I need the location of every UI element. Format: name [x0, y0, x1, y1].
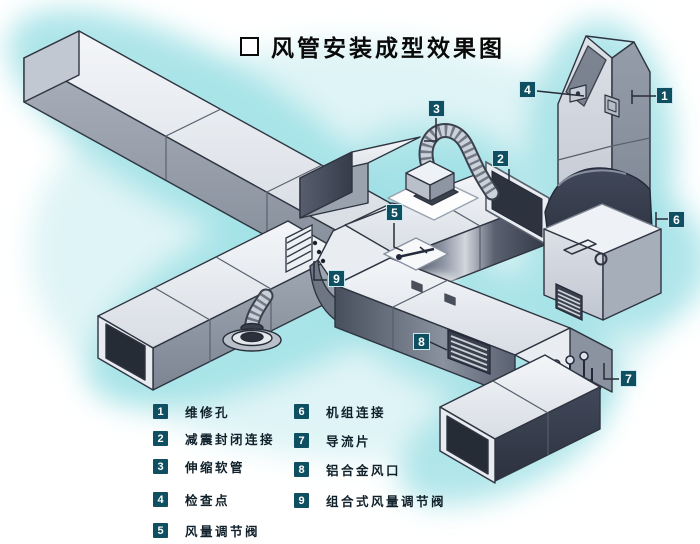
maintenance-hole-panel — [604, 94, 620, 118]
legend-num-9: 9 — [294, 493, 309, 508]
aluminum-louver-grille — [447, 329, 491, 375]
callout-label-2: 2 — [492, 150, 509, 167]
title-square-icon — [240, 36, 259, 56]
ahu-unit — [543, 203, 662, 321]
legend-item-3: 3 伸缩软管 — [153, 457, 245, 476]
callout-label-5: 5 — [386, 204, 403, 221]
volume-control-valve — [382, 237, 450, 271]
legend-num-5: 5 — [153, 523, 168, 538]
title-text: 风管安装成型效果图 — [271, 35, 505, 61]
duct-clip — [411, 280, 423, 293]
legend-item-8: 8 铝合金风口 — [294, 460, 401, 479]
legend-num-7: 7 — [294, 433, 309, 448]
legend-item-5: 5 风量调节阀 — [153, 521, 260, 540]
access-tab — [563, 239, 597, 255]
legend-label-7: 导流片 — [326, 435, 372, 449]
legend-num-8: 8 — [294, 462, 309, 477]
legend-num-1: 1 — [153, 404, 168, 419]
duct-clip — [444, 293, 456, 306]
legend-label-1: 维修孔 — [185, 406, 231, 420]
legend-num-6: 6 — [294, 404, 309, 419]
combined-damper — [285, 223, 326, 274]
legend-num-3: 3 — [153, 459, 168, 474]
leader-lines — [313, 90, 668, 380]
callout-label-4: 4 — [519, 81, 536, 98]
legend-label-5: 风量调节阀 — [185, 525, 261, 539]
flex-hose-top — [418, 123, 500, 201]
legend-label-8: 铝合金风口 — [326, 464, 402, 478]
callout-label-9: 9 — [328, 270, 345, 287]
legend-item-1: 1 维修孔 — [153, 402, 230, 421]
lower-right-duct — [439, 354, 601, 484]
legend-item-2: 2 减震封闭连接 — [153, 429, 275, 448]
legend-item-4: 4 检查点 — [153, 490, 230, 509]
round-diffuser — [222, 322, 282, 352]
legend-label-2: 减震封闭连接 — [185, 433, 276, 447]
diagram-title: 风管安装成型效果图 — [240, 29, 505, 63]
legend-label-6: 机组连接 — [326, 406, 387, 420]
open-duct-end-bottom — [439, 406, 496, 484]
capped-stub-duct — [299, 136, 421, 219]
hanging-flex-hose — [222, 288, 282, 352]
legend-item-6: 6 机组连接 — [294, 402, 386, 421]
legend-item-7: 7 导流片 — [294, 431, 371, 450]
callout-label-7: 7 — [620, 370, 637, 387]
callout-label-1: 1 — [656, 87, 673, 104]
legend-label-9: 组合式风量调节阀 — [326, 495, 447, 509]
open-duct-end-left — [97, 315, 154, 391]
unit-grille — [555, 282, 583, 322]
callout-label-3: 3 — [428, 100, 445, 117]
port-ring — [594, 252, 608, 266]
callout-label-8: 8 — [413, 333, 430, 350]
legend-label-4: 检查点 — [185, 494, 231, 508]
legend-num-2: 2 — [153, 431, 168, 446]
ceiling-diffuser-box — [387, 160, 479, 221]
callout-label-6: 6 — [668, 211, 685, 228]
legend-label-3: 伸缩软管 — [185, 461, 246, 475]
legend-item-9: 9 组合式风量调节阀 — [294, 491, 446, 510]
legend-num-4: 4 — [153, 492, 168, 507]
